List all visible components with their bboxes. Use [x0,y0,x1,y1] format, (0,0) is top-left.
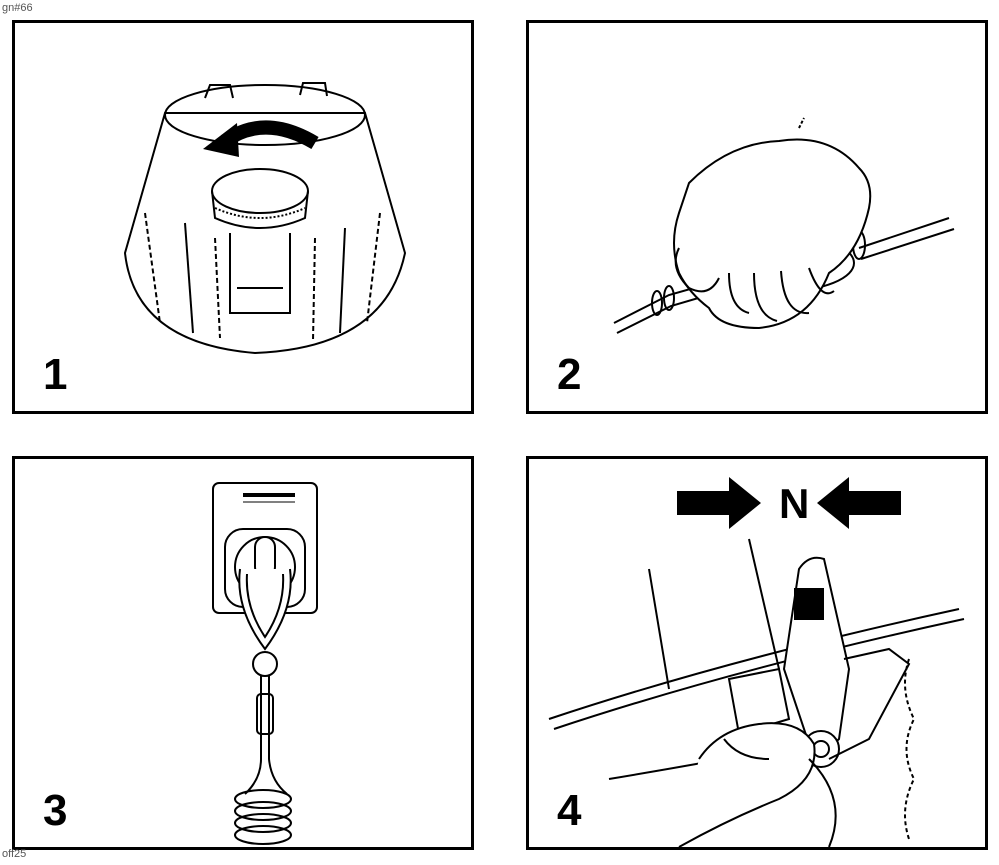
step-number: 1 [43,350,68,399]
figure-code-top: gn#66 [2,2,33,14]
right-arrow-icon [677,477,761,529]
neutral-label: N [779,480,810,527]
panel-step-1: 1 [12,20,474,414]
figure-code-bottom: off25 [2,848,27,860]
safety-lanyard-clip-illustration [212,482,318,845]
panel-step-4: N 4 [526,456,988,850]
panel-step-2: 2 [526,20,988,414]
panel-step-3: 3 [12,456,474,850]
step-number: 2 [557,350,582,399]
hand-squeezing-fuel-bulb-illustration [613,117,955,334]
cap-unscrew-illustration [123,82,407,355]
step-number: 4 [557,786,582,835]
left-arrow-icon [817,477,901,529]
shift-lever-neutral-illustration [548,477,965,847]
step-number: 3 [43,786,68,835]
